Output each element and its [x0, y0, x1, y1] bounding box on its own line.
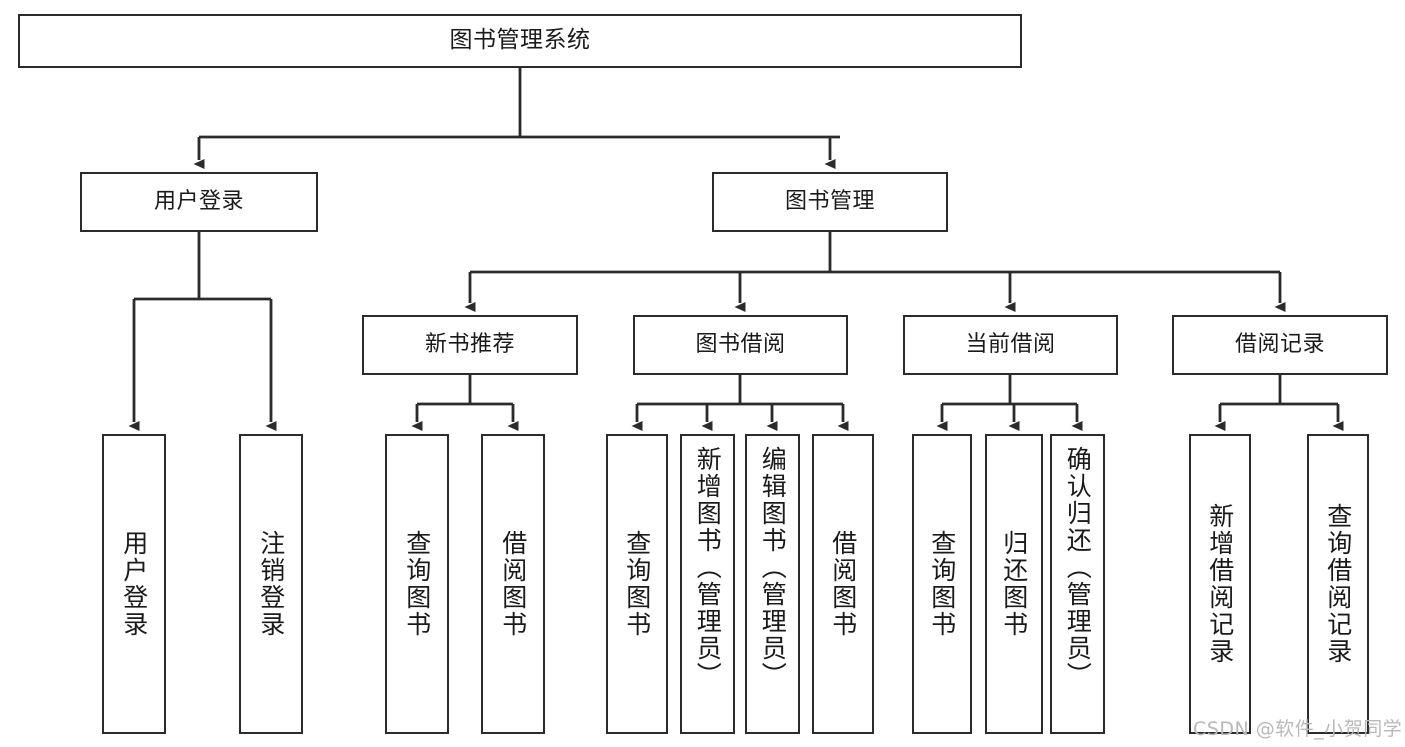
leaf-query-book-recommend[interactable]: 查询图书 — [385, 434, 449, 734]
leaf-add-borrow-record[interactable]: 新增借阅记录 — [1189, 434, 1251, 734]
leaf-query-book-borrow-label: 查询图书 — [622, 530, 652, 638]
leaf-return-book-label: 归还图书 — [999, 530, 1029, 638]
node-book-management[interactable]: 图书管理 — [712, 172, 948, 232]
node-new-book-recommendation-label: 新书推荐 — [424, 332, 515, 358]
leaf-return-book[interactable]: 归还图书 — [985, 434, 1043, 734]
node-book-management-label: 图书管理 — [784, 189, 875, 215]
node-book-borrowing[interactable]: 图书借阅 — [633, 315, 848, 375]
leaf-confirm-return-admin-label: 确认归还（管理员） — [1063, 446, 1093, 689]
node-root[interactable]: 图书管理系统 — [18, 14, 1022, 68]
node-user-login[interactable]: 用户登录 — [80, 172, 318, 232]
leaf-confirm-return-admin[interactable]: 确认归还（管理员） — [1050, 434, 1105, 734]
leaf-user-login-label: 用户登录 — [119, 530, 149, 638]
leaf-user-login[interactable]: 用户登录 — [102, 434, 166, 734]
leaf-query-borrow-record-label: 查询借阅记录 — [1323, 503, 1353, 665]
leaf-query-book-current-label: 查询图书 — [927, 530, 957, 638]
leaf-add-book-admin[interactable]: 新增图书（管理员） — [680, 434, 735, 734]
node-new-book-recommendation[interactable]: 新书推荐 — [362, 315, 578, 375]
leaf-borrow-book-recommend[interactable]: 借阅图书 — [481, 434, 545, 734]
watermark-text: CSDN @软件_小贺同学 — [1193, 718, 1403, 740]
leaf-query-borrow-record[interactable]: 查询借阅记录 — [1307, 434, 1369, 734]
leaf-logout[interactable]: 注销登录 — [239, 434, 303, 734]
leaf-edit-book-admin[interactable]: 编辑图书（管理员） — [745, 434, 800, 734]
leaf-add-borrow-record-label: 新增借阅记录 — [1205, 503, 1235, 665]
leaf-borrow-book-label: 借阅图书 — [828, 530, 858, 638]
node-current-borrowing[interactable]: 当前借阅 — [903, 315, 1118, 375]
node-borrowing-record[interactable]: 借阅记录 — [1172, 315, 1388, 375]
node-book-borrowing-label: 图书借阅 — [695, 332, 786, 358]
node-user-login-label: 用户登录 — [153, 189, 244, 215]
leaf-add-book-admin-label: 新增图书（管理员） — [693, 446, 723, 689]
leaf-logout-label: 注销登录 — [256, 530, 286, 638]
node-root-label: 图书管理系统 — [449, 27, 591, 54]
node-borrowing-record-label: 借阅记录 — [1234, 332, 1325, 358]
leaf-borrow-book-recommend-label: 借阅图书 — [498, 530, 528, 638]
node-current-borrowing-label: 当前借阅 — [965, 332, 1056, 358]
leaf-query-book-recommend-label: 查询图书 — [402, 530, 432, 638]
leaf-borrow-book[interactable]: 借阅图书 — [812, 434, 874, 734]
leaf-query-book-borrow[interactable]: 查询图书 — [606, 434, 668, 734]
leaf-edit-book-admin-label: 编辑图书（管理员） — [758, 446, 788, 689]
leaf-query-book-current[interactable]: 查询图书 — [912, 434, 972, 734]
